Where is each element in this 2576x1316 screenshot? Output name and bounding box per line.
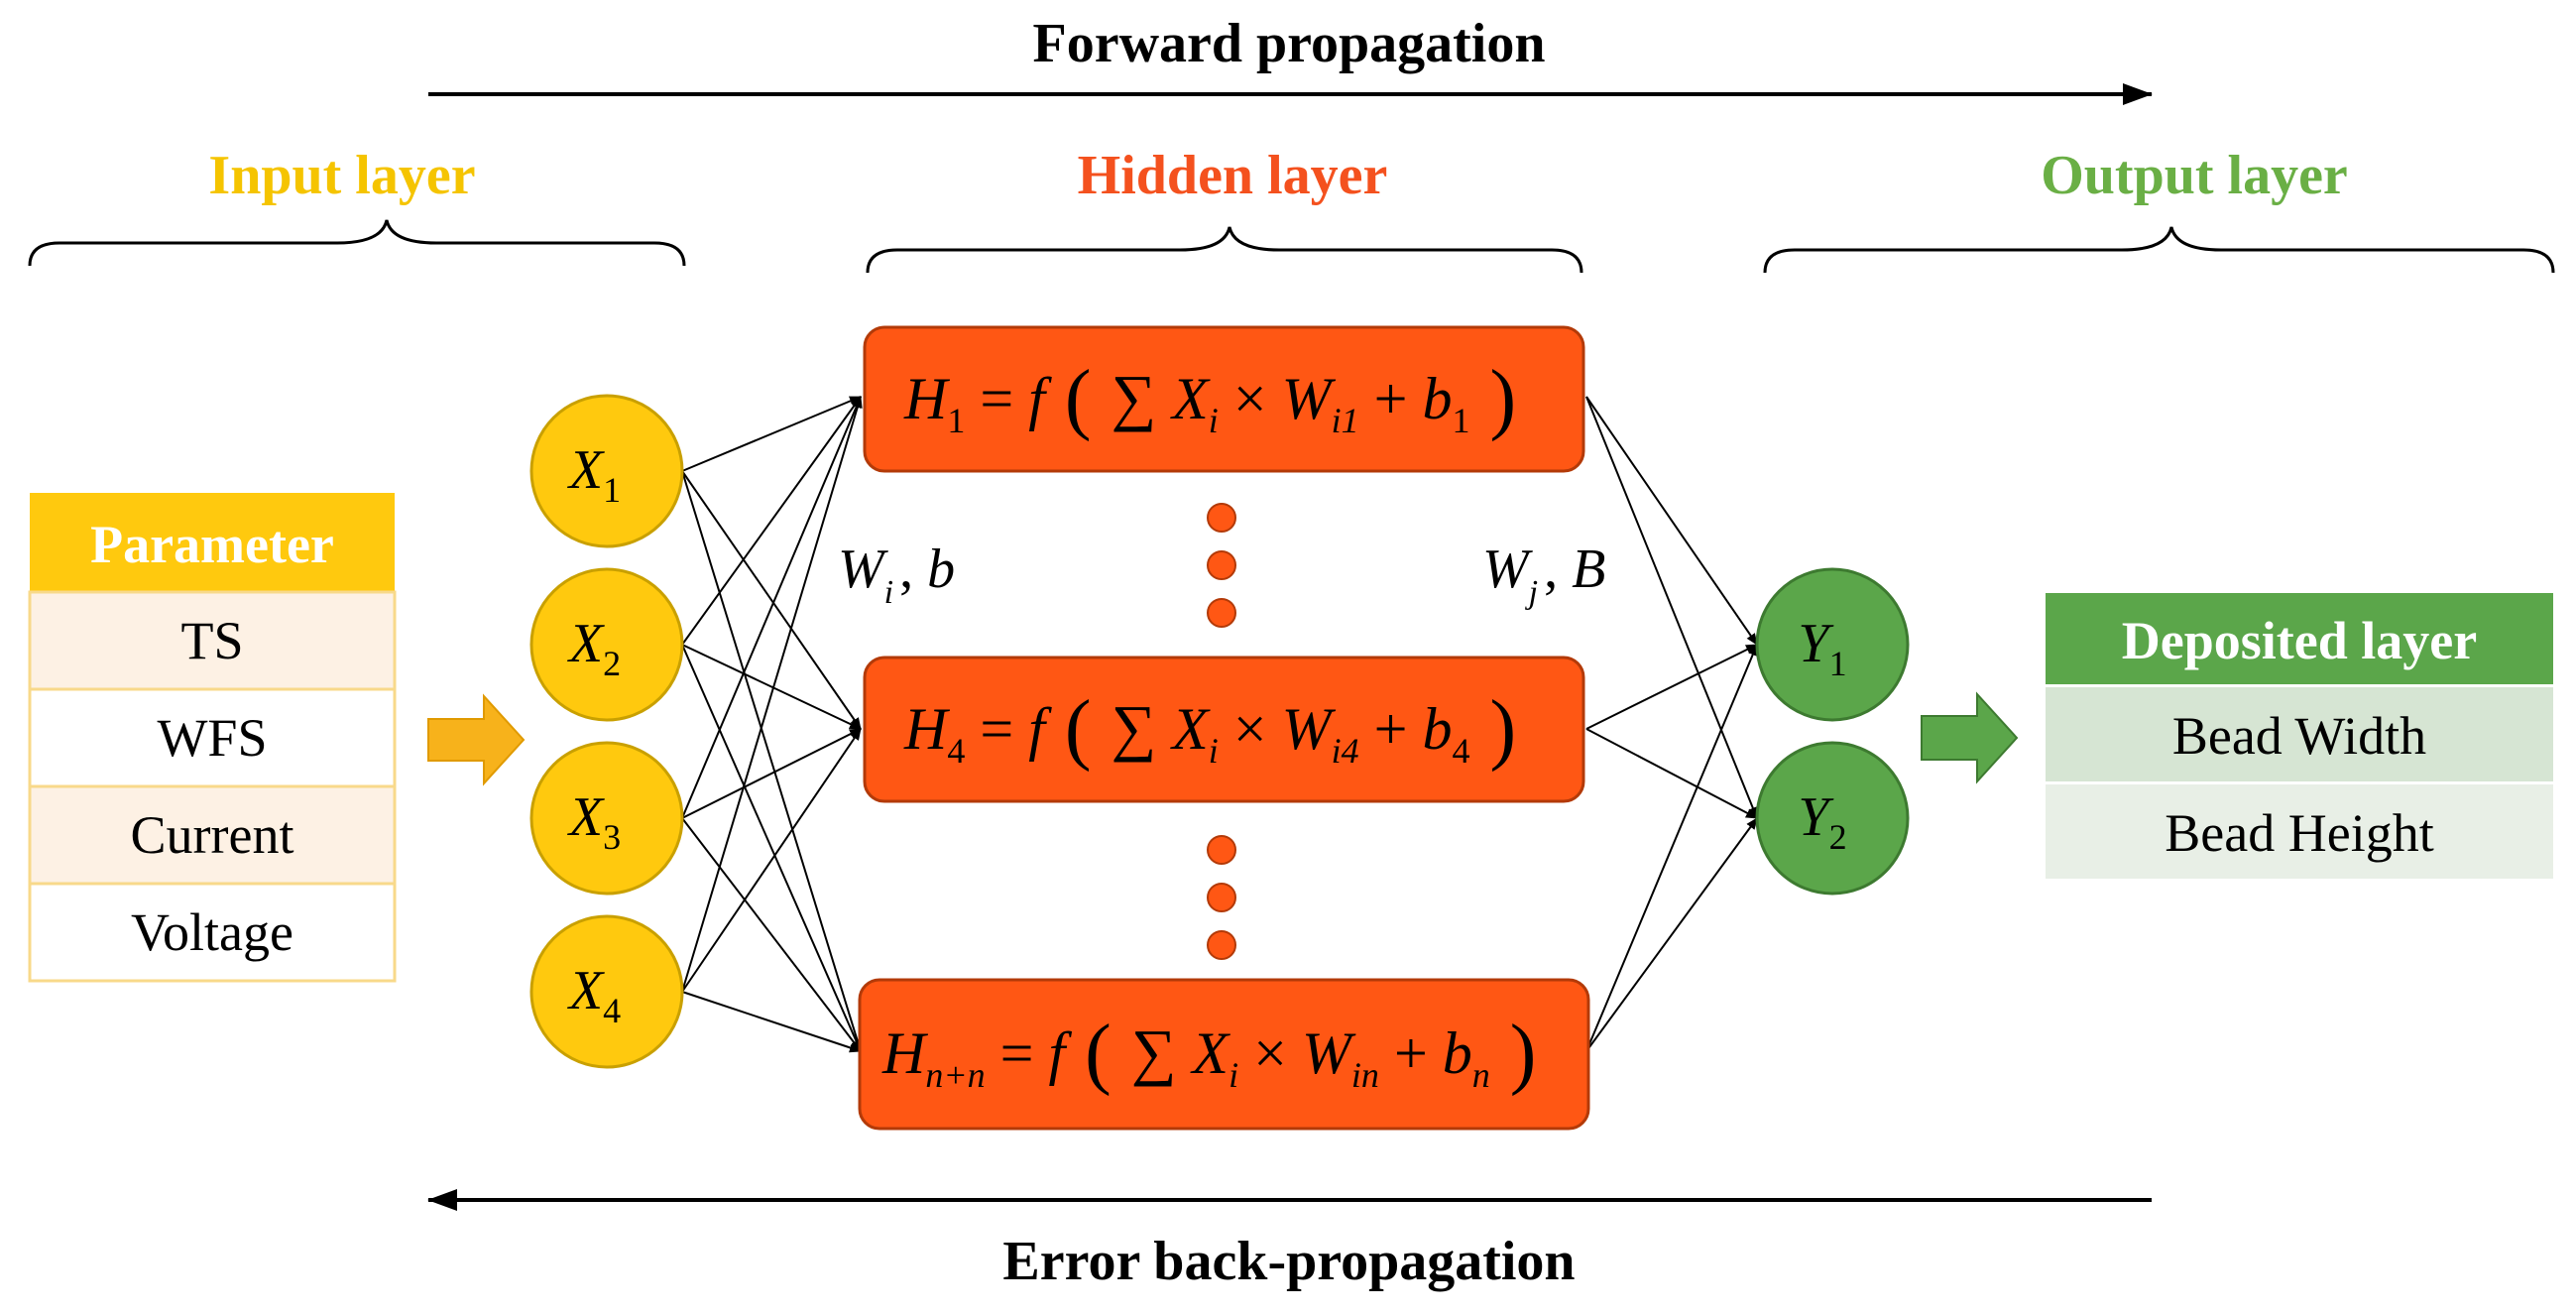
deposited-table-header: Deposited layer xyxy=(2122,611,2477,670)
svg-text:H1 = f ( ∑ Xi × Wi1 + b1 ): H1 = f ( ∑ Xi × Wi1 + b1 ) xyxy=(903,355,1516,442)
hidden-ellipsis-upper xyxy=(1207,503,1236,628)
hidden-layer-brace xyxy=(866,226,1583,274)
hidden-node-h1: H1 = f ( ∑ Xi × Wi1 + b1 ) xyxy=(863,325,1585,473)
input-layer-brace xyxy=(28,219,686,267)
svg-text:X2: X2 xyxy=(567,613,621,683)
weights-right-label: Wj,B xyxy=(1482,538,1605,611)
forward-propagation-label: Forward propagation xyxy=(1033,13,1546,74)
input-node-x2: X2 xyxy=(529,567,684,722)
parameter-row-label: Current xyxy=(131,805,294,865)
input-node-x4: X4 xyxy=(529,914,684,1069)
back-propagation-label: Error back-propagation xyxy=(1002,1231,1575,1292)
output-node-y2: Y2 xyxy=(1755,741,1910,896)
deposited-table-header-bg xyxy=(2046,593,2553,684)
input-node-x3: X3 xyxy=(529,741,684,896)
svg-text:X4: X4 xyxy=(567,960,621,1030)
hidden-node-h4: H4 = f ( ∑ Xi × Wi4 + b4 ) xyxy=(863,656,1585,803)
hidden-node-hn: Hn+n = f ( ∑ Xi × Win + bn ) xyxy=(858,978,1590,1131)
hidden-ellipsis-lower xyxy=(1207,835,1236,960)
hidden-output-connections xyxy=(1585,396,1758,1052)
parameter-row-bg xyxy=(28,590,397,691)
parameter-row-label: Voltage xyxy=(131,902,293,962)
parameter-row-bg xyxy=(28,784,397,886)
output-arrow xyxy=(1921,691,2019,784)
parameter-row-label: TS xyxy=(180,611,243,670)
input-arrow xyxy=(427,693,526,786)
parameter-row-label: WFS xyxy=(157,708,267,768)
parameter-row-bg xyxy=(28,882,397,983)
weights-left-label: Wi,b xyxy=(838,538,955,611)
parameter-table: Parameter TS WFS Current Voltage xyxy=(28,493,397,983)
input-layer-title: Input layer xyxy=(208,145,475,206)
svg-text:X3: X3 xyxy=(567,786,621,857)
output-layer-brace xyxy=(1763,226,2555,274)
hidden-layer-title: Hidden layer xyxy=(1078,145,1388,206)
deposited-row-bg xyxy=(2046,784,2553,879)
parameter-table-header: Parameter xyxy=(90,515,334,574)
output-node-y1: Y1 xyxy=(1755,567,1910,722)
svg-text:X1: X1 xyxy=(567,439,621,510)
parameter-table-header-bg xyxy=(30,493,395,592)
svg-text:Y2: Y2 xyxy=(1798,786,1846,857)
svg-text:H4 = f ( ∑ Xi × Wi4 + b4 ): H4 = f ( ∑ Xi × Wi4 + b4 ) xyxy=(903,685,1516,773)
input-hidden-connections xyxy=(681,396,863,1053)
deposited-row-label: Bead Width xyxy=(2172,706,2426,766)
input-node-x1: X1 xyxy=(529,394,684,548)
deposited-row-label: Bead Height xyxy=(2165,803,2433,863)
output-layer-title: Output layer xyxy=(2041,145,2348,206)
svg-text:Y1: Y1 xyxy=(1798,613,1846,683)
deposited-row-bg xyxy=(2046,687,2553,781)
deposited-layer-table: Deposited layer Bead Width Bead Height xyxy=(2046,593,2553,879)
svg-text:Hn+n = f ( ∑ Xi × Win + bn ): Hn+n = f ( ∑ Xi × Win + bn ) xyxy=(881,1010,1536,1097)
